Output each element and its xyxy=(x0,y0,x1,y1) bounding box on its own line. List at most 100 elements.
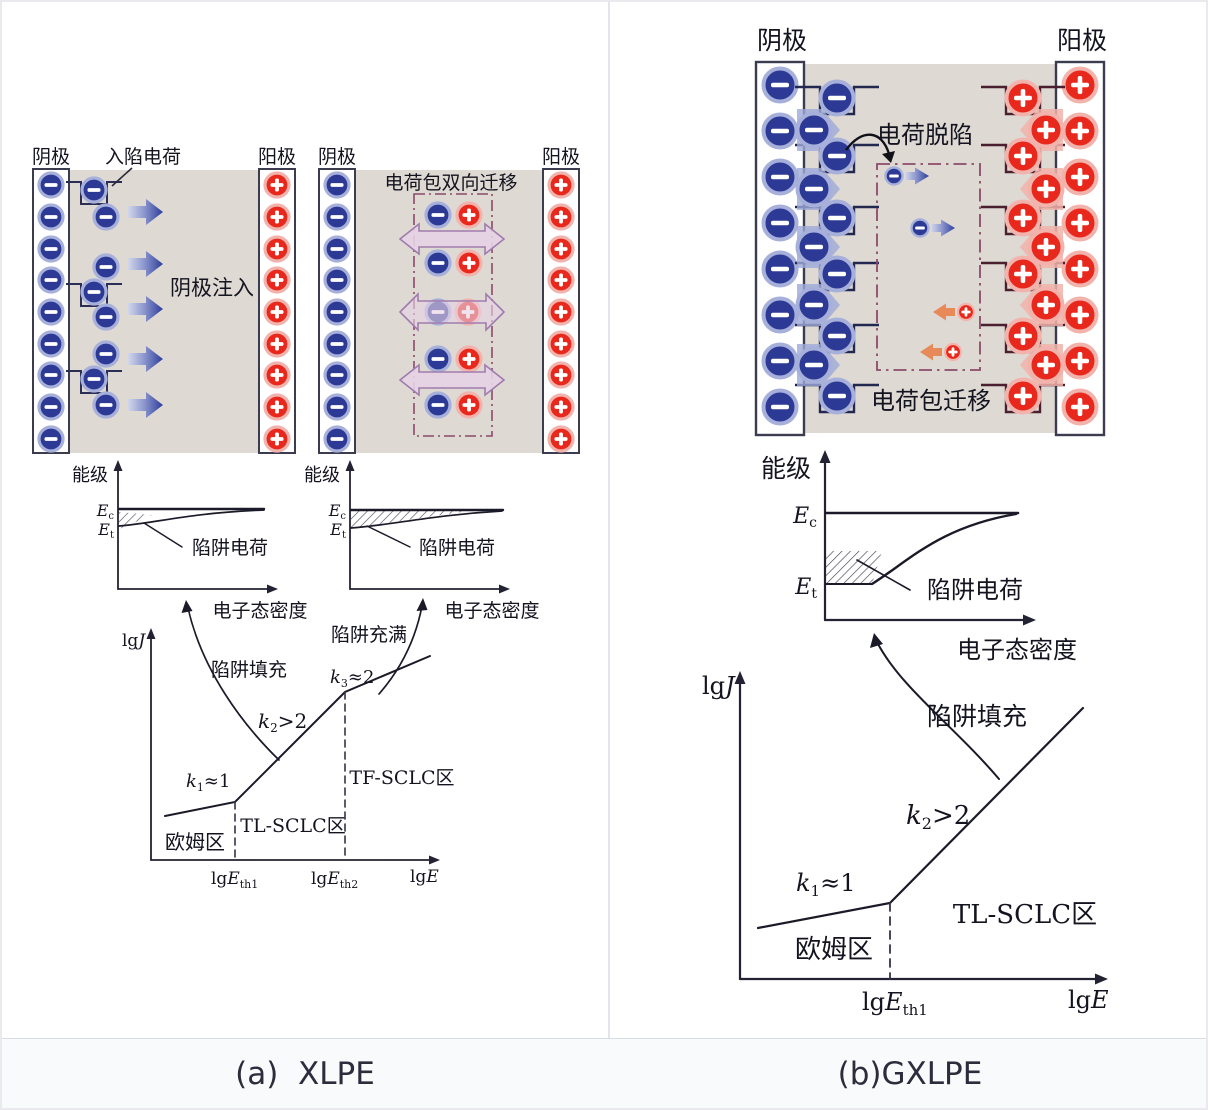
dos-axis-label: 电子态密度 xyxy=(444,600,539,622)
cathode-label: 阴极 xyxy=(32,146,70,168)
k1-label: k1≈1 xyxy=(186,771,230,794)
ohmic-region-label: 欧姆区 xyxy=(795,935,873,965)
cathode-label: 阴极 xyxy=(757,26,807,55)
lgE-axis-label: lgE xyxy=(410,867,439,887)
caption-gxlpe: (b)GXLPE xyxy=(837,1055,983,1092)
axis-arrowhead-icon xyxy=(819,450,831,463)
trapped-charge-leader xyxy=(111,167,133,187)
bidirectional-arrow-icon xyxy=(398,222,506,397)
trap-charge-leader xyxy=(856,559,911,591)
axis-arrowhead-icon xyxy=(1023,614,1036,626)
trap-filling-label: 陷阱填充 xyxy=(211,659,287,681)
trap-filling-arrow xyxy=(187,607,280,761)
Ec-label: Ec xyxy=(328,501,347,522)
anode-label: 阳极 xyxy=(542,146,580,168)
xlpe-packet-diagram: 阴极 阳极 电荷包双向迁移 xyxy=(318,146,580,454)
xlpe-energy-diagram-2: 能级 Ec Et 陷阱电荷 电子态密度 xyxy=(304,460,540,622)
energy-axis-label: 能级 xyxy=(761,454,811,483)
trap-charge-hatch xyxy=(351,511,465,528)
lgJ-axis-label: lgJ xyxy=(702,672,736,700)
tl-sclc-label: TL-SCLC区 xyxy=(240,815,345,837)
k1-label: k1≈1 xyxy=(796,869,855,900)
hole-drift-arrow-icon xyxy=(920,343,942,361)
ohmic-region-label: 欧姆区 xyxy=(165,830,225,854)
negative-charge-icon xyxy=(80,176,108,204)
injection-arrow-icon xyxy=(128,199,163,418)
cathode-label: 阴极 xyxy=(318,146,356,168)
eth1-label: lgEth1 xyxy=(211,869,258,891)
packet-migration-label: 电荷包双向迁移 xyxy=(384,172,517,194)
eth2-label: lgEth2 xyxy=(311,869,358,891)
k2-label: k2>2 xyxy=(258,709,307,735)
trap-charge-hatch xyxy=(826,551,882,584)
xlpe-jv-plot: lgJ 陷阱填充 陷阱充满 k2>2 k1≈1 k3≈2 欧姆区 TL-SCLC… xyxy=(122,598,455,891)
tf-sclc-label: TF-SCLC区 xyxy=(349,767,454,789)
electron-drift-arrow-icon xyxy=(905,167,929,185)
panel-divider xyxy=(608,2,610,1108)
trap-charge-label: 陷阱电荷 xyxy=(419,537,495,559)
axis-arrowhead-icon xyxy=(113,460,123,471)
dos-curve xyxy=(870,512,1018,586)
bidirectional-arrow-icon xyxy=(398,292,506,332)
anode-label: 阳极 xyxy=(1057,26,1107,55)
axis-arrowhead-icon xyxy=(734,671,746,684)
axis-arrowhead-icon xyxy=(1095,973,1108,985)
Ec-label: Ec xyxy=(792,504,817,531)
trap-filling-arrow xyxy=(876,641,1000,780)
Ec-label: Ec xyxy=(96,501,115,522)
cathode-charges xyxy=(37,171,65,453)
trap-full-label: 陷阱充满 xyxy=(331,624,407,646)
trap-charge-leader xyxy=(143,522,183,548)
hole-drift-arrow-icon xyxy=(933,303,955,321)
positive-charge-icon xyxy=(263,171,291,199)
panel-xlpe: 阴极 入陷电荷 阳极 阴极注入 xyxy=(32,146,580,891)
arrowhead-icon xyxy=(882,151,895,163)
trapped-charge-label: 入陷电荷 xyxy=(105,146,181,168)
anode-label: 阳极 xyxy=(258,146,296,168)
lgE-axis-label: lgE xyxy=(1068,986,1109,1014)
xlpe-injection-diagram: 阴极 入陷电荷 阳极 阴极注入 xyxy=(32,146,296,454)
k2-label: k2>2 xyxy=(906,801,970,833)
dos-axis-label: 电子态密度 xyxy=(957,636,1077,664)
cathode-injection-label: 阴极注入 xyxy=(170,276,254,300)
dielectric-region xyxy=(804,64,1057,433)
negative-charge-icon xyxy=(37,171,65,199)
arrowhead-icon xyxy=(181,600,193,613)
Et-label: Et xyxy=(329,520,346,541)
axis-arrowhead-icon xyxy=(146,628,156,639)
caption-divider xyxy=(2,1038,1206,1039)
negative-charge-icon xyxy=(910,218,930,238)
charge-detrapping-label: 电荷脱陷 xyxy=(877,121,973,149)
dos-axis-label: 电子态密度 xyxy=(212,600,307,622)
trap-charge-hatch xyxy=(119,512,152,529)
arrowhead-icon xyxy=(416,598,428,611)
energy-axis-label: 能级 xyxy=(304,465,340,486)
caption-xlpe: (a) XLPE xyxy=(235,1055,375,1092)
jv-curve xyxy=(164,655,431,817)
packet-migration-label: 电荷包迁移 xyxy=(871,387,991,415)
Et-label: Et xyxy=(97,520,114,541)
arrowhead-icon xyxy=(870,633,883,648)
trap-charge-label: 陷阱电荷 xyxy=(192,537,268,559)
trap-charge-leader xyxy=(366,525,411,548)
k3-label: k3≈2 xyxy=(330,667,374,690)
axis-arrowhead-icon xyxy=(345,460,355,471)
anode-charges xyxy=(263,171,291,453)
detrapping-arrow xyxy=(845,133,891,155)
xlpe-energy-diagram-1: 能级 Ec Et 陷阱电荷 电子态密度 xyxy=(72,460,308,622)
gxlpe-energy-diagram: 能级 Ec Et 陷阱电荷 电子态密度 xyxy=(761,450,1077,664)
positive-charge-icon xyxy=(956,302,976,322)
trap-full-arrow xyxy=(378,605,423,695)
axis-arrowhead-icon xyxy=(499,584,510,594)
cathode-charges xyxy=(323,171,351,453)
dos-curve xyxy=(118,509,265,527)
positive-charge-icon xyxy=(943,342,963,362)
energy-axis-label: 能级 xyxy=(72,465,108,486)
axis-arrowhead-icon xyxy=(267,584,278,594)
eth1-label: lgEth1 xyxy=(862,988,928,1019)
packet-boundary-box xyxy=(876,163,981,371)
caption-row: (a) XLPE (b)GXLPE xyxy=(2,1039,1206,1108)
negative-charge-icon xyxy=(884,166,904,186)
axis-arrowhead-icon xyxy=(429,855,440,865)
trap-well-icon xyxy=(66,181,122,394)
